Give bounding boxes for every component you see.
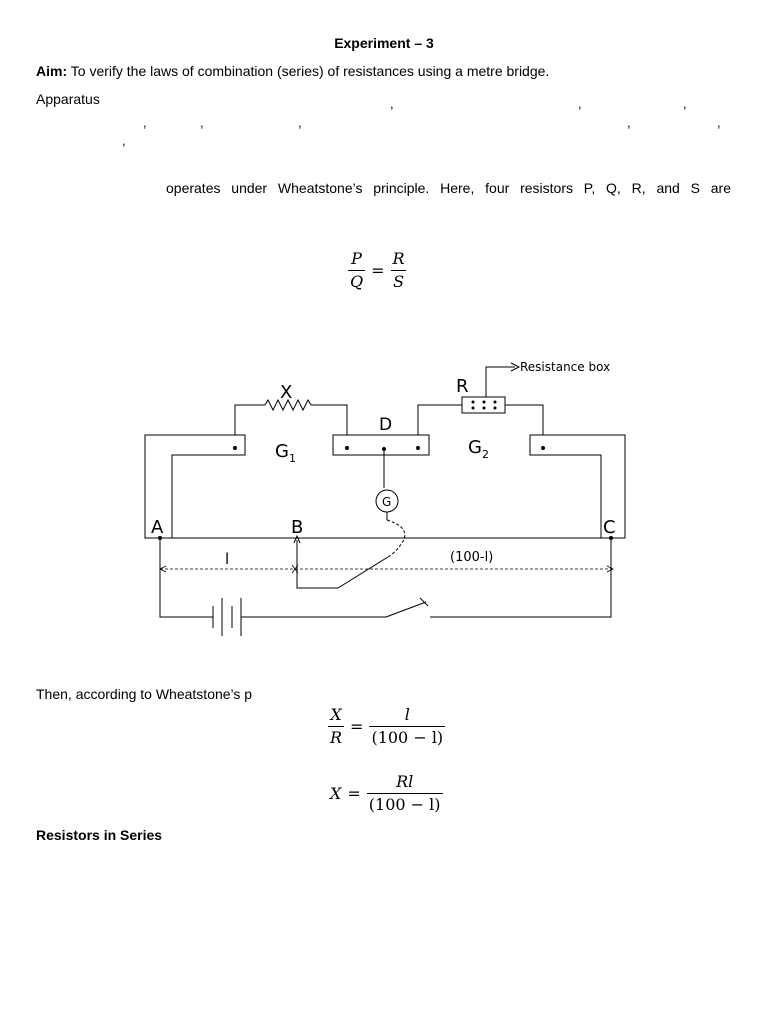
battery-left-wire (159, 538, 213, 618)
terminal-dot (158, 536, 162, 540)
equals-sign: = (371, 261, 385, 280)
return-wire (430, 538, 612, 618)
middle-right-wire (417, 404, 462, 435)
terminal-dot (382, 447, 386, 451)
node-d-label: D (379, 415, 392, 435)
resistance-box-label: Resistance box (520, 360, 610, 374)
middle-left-wire (311, 404, 348, 435)
lhs-variable: X (330, 784, 342, 803)
terminal-dot (233, 446, 237, 450)
jockey-wire-dashed (386, 519, 406, 558)
punctuation-mark: , (200, 115, 204, 130)
denominator: Q (348, 270, 366, 291)
terminal-dot (541, 446, 545, 450)
punctuation-mark: , (683, 96, 687, 111)
punctuation-mark: , (390, 96, 394, 111)
ratio-equation: X R = l (100 − l) (328, 705, 446, 747)
resistance-box-pointer-line (485, 366, 515, 397)
numerator: Rl (396, 772, 414, 791)
denominator: (100 − l) (366, 793, 443, 814)
apparatus-label: Apparatus (36, 91, 100, 107)
point-b-label: B (291, 517, 303, 538)
balance-equation: P Q = R S (348, 250, 407, 291)
denominator: R (328, 726, 345, 747)
fraction-l-100-minus-l: l (100 − l) (369, 705, 446, 747)
equals-sign: = (347, 784, 361, 803)
denominator: S (391, 270, 407, 291)
punctuation-mark: , (578, 96, 582, 111)
wheatstone-statement: Then, according to Wheatstone’s p (36, 686, 253, 702)
battery-cells (212, 598, 242, 636)
left-upper-wire (234, 404, 265, 435)
left-copper-strip (144, 434, 246, 539)
aim-line: Aim: To verify the laws of combination (… (36, 63, 549, 79)
right-upper-wire (505, 404, 544, 435)
middle-copper-strip (332, 434, 430, 456)
resistor-x-zigzag (264, 398, 312, 412)
equals-sign: = (350, 717, 364, 736)
fraction-r-s: R S (391, 250, 407, 291)
punctuation-mark: , (143, 115, 147, 130)
fraction-p-q: P Q (348, 249, 366, 291)
numerator: P (351, 249, 362, 268)
numerator: l (404, 705, 410, 724)
denominator: (100 − l) (369, 726, 446, 747)
fraction-x-r: X R (328, 705, 345, 747)
aim-label: Aim: (36, 63, 68, 79)
gap-g2-label: G2 (468, 437, 489, 461)
terminal-dot (609, 536, 613, 540)
fraction-rl-100-minus-l: Rl (100 − l) (366, 772, 443, 814)
key-switch (385, 601, 427, 618)
solution-equation: X = Rl (100 − l) (330, 773, 443, 814)
numerator: R (392, 249, 405, 268)
length-l-label: l (225, 550, 229, 568)
gap-g1-label: G1 (275, 441, 296, 465)
resistance-box (461, 396, 506, 414)
series-section-heading: Resistors in Series (36, 827, 163, 843)
punctuation-mark: , (627, 115, 631, 130)
punctuation-mark: , (298, 115, 302, 130)
punctuation-mark: , (122, 133, 126, 148)
right-copper-strip (529, 434, 626, 539)
end-a-label: A (151, 517, 164, 538)
resistor-r-label: R (456, 376, 469, 397)
jockey-arrow (293, 534, 301, 544)
galvanometer-label: G (382, 495, 391, 509)
page-title: Experiment – 3 (334, 35, 434, 51)
jockey-wire (296, 540, 389, 589)
end-c-label: C (603, 517, 616, 538)
metre-bridge-circuit-diagram: Resistance box X R D G1 G2 G A B C l (10… (144, 360, 626, 636)
key-tick (419, 597, 429, 607)
resistance-box-arrow (510, 362, 521, 372)
terminal-dot (345, 446, 349, 450)
numerator: X (330, 705, 342, 724)
length-100-minus-l-label: (100-l) (450, 550, 493, 565)
aim-text: To verify the laws of combination (serie… (67, 63, 550, 79)
principle-paragraph: operates under Wheatstone’s principle. H… (166, 180, 731, 196)
resistor-x-label: X (280, 382, 292, 403)
punctuation-mark: , (717, 115, 721, 130)
terminal-dot (416, 446, 420, 450)
